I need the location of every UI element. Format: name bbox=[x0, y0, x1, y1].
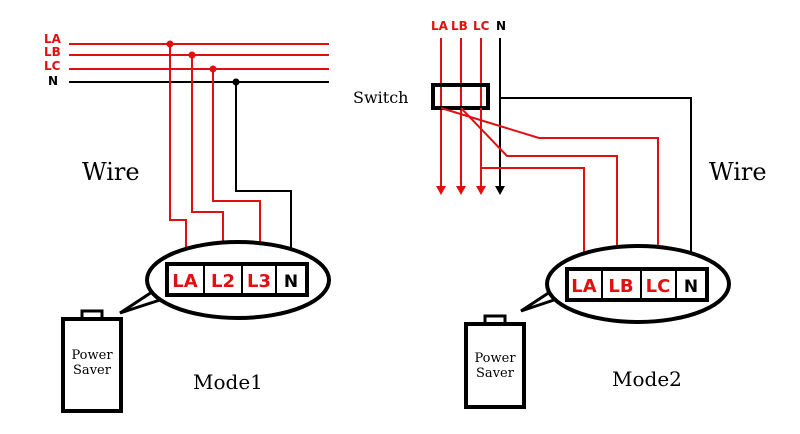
mode1-bus-label-lb: LB bbox=[44, 45, 61, 59]
mode1-terminal-l2: L2 bbox=[211, 271, 235, 292]
mode1-terminal-frame bbox=[165, 262, 309, 297]
mode1-power-saver-icon: Power Saver bbox=[61, 309, 123, 413]
mode2-wire-n bbox=[501, 97, 692, 264]
mode2-arrow-down-icon bbox=[495, 186, 505, 195]
mode2-terminal-lb: LB bbox=[608, 276, 633, 297]
mode2-arrow-down-icon bbox=[436, 186, 446, 195]
mode2-wire-lc bbox=[440, 107, 659, 264]
mode1-diagram: LA LB LC N Wire LA bbox=[44, 32, 331, 413]
mode1-wire-la bbox=[169, 44, 187, 264]
mode2-wire-label: Wire bbox=[709, 158, 767, 186]
mode2-wire-la bbox=[480, 108, 585, 264]
mode1-bus-label-lc: LC bbox=[44, 59, 61, 73]
mode1-terminal-l3: L3 bbox=[247, 271, 271, 292]
mode2-device-label-line2: Saver bbox=[476, 366, 515, 381]
mode2-bus-label-lb: LB bbox=[451, 19, 468, 33]
mode2-terminal-lc: LC bbox=[646, 276, 671, 297]
mode1-mode-label: Mode1 bbox=[193, 370, 263, 394]
mode1-wire-l3 bbox=[212, 69, 261, 264]
mode2-bus-label-n: N bbox=[496, 19, 506, 33]
mode1-wire-l2 bbox=[191, 55, 224, 264]
mode2-mode-label: Mode2 bbox=[612, 367, 682, 391]
mode2-diagram: LA LB LC N Switch Wire bbox=[353, 19, 767, 409]
mode2-wire-lb bbox=[460, 107, 618, 264]
mode1-bus-label-n: N bbox=[48, 74, 58, 88]
mode2-switch-label: Switch bbox=[353, 88, 408, 107]
mode1-device-body bbox=[61, 317, 123, 413]
mode1-terminal-n: N bbox=[284, 272, 298, 292]
mode2-bus-label-lc: LC bbox=[473, 19, 490, 33]
mode1-wire-label: Wire bbox=[82, 158, 140, 186]
mode2-switch-box bbox=[431, 83, 490, 110]
mode1-device-label-line1: Power bbox=[71, 348, 113, 363]
mode2-power-saver-icon: Power Saver bbox=[464, 314, 526, 409]
mode2-arrow-down-icon bbox=[476, 186, 486, 195]
mode2-bus-label-la: LA bbox=[431, 19, 449, 33]
mode1-terminal-la: LA bbox=[172, 271, 197, 292]
mode2-terminal-n: N bbox=[684, 277, 698, 297]
mode1-bus-label-la: LA bbox=[44, 32, 62, 46]
mode1-wire-n bbox=[235, 82, 292, 264]
mode2-device-label-line1: Power bbox=[474, 351, 516, 366]
mode2-arrow-down-icon bbox=[456, 186, 466, 195]
mode1-callout-tail bbox=[119, 290, 161, 315]
mode2-device-body bbox=[464, 322, 526, 409]
mode2-terminal-frame bbox=[565, 267, 709, 302]
mode2-terminal-block: LA LB LC N bbox=[565, 267, 709, 302]
mode1-device-label-line2: Saver bbox=[73, 363, 112, 378]
mode2-terminal-la: LA bbox=[571, 276, 596, 297]
mode1-terminal-block: LA L2 L3 N bbox=[165, 262, 309, 297]
